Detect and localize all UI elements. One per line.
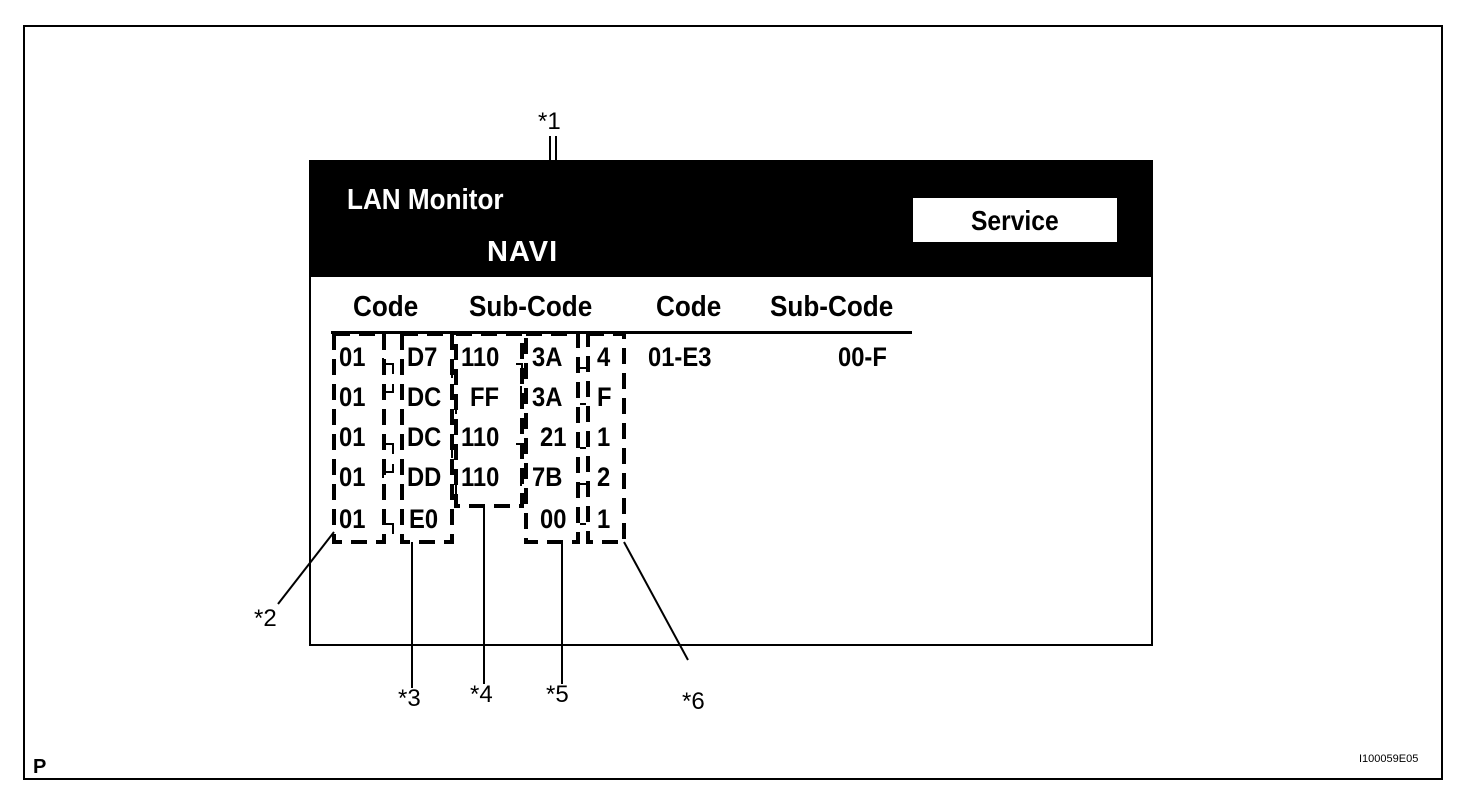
callout-2: *2 — [254, 605, 277, 632]
callout-4: *4 — [470, 681, 493, 708]
leader-2 — [277, 531, 335, 605]
separator-r4-a — [382, 464, 394, 478]
figure-id: I100059E05 — [1359, 753, 1419, 765]
separator-r1-c — [516, 363, 523, 374]
group-box-6 — [586, 332, 626, 544]
corner-marker: P — [33, 756, 47, 778]
leader-6 — [623, 541, 689, 661]
cell-r5-sub1: E0 — [409, 504, 439, 534]
column-header-code-1: Code — [353, 291, 419, 323]
cell-right-code: 01-E3 — [648, 342, 712, 372]
screen-header: LAN Monitor NAVI Service — [311, 162, 1151, 277]
separator-r2-a — [382, 384, 394, 398]
ecu-name: NAVI — [487, 236, 559, 268]
cell-r2-sub4: F — [597, 382, 612, 412]
callout-1: *1 — [538, 108, 561, 135]
cell-r3-sub2: 110 — [461, 422, 500, 452]
service-button-label: Service — [971, 205, 1059, 236]
cell-r3-sub3: 21 — [540, 422, 567, 452]
callout-6: *6 — [682, 688, 705, 715]
column-header-subcode-2: Sub-Code — [770, 291, 894, 323]
separator-r1-a — [382, 358, 394, 374]
column-header-subcode-1: Sub-Code — [469, 291, 593, 323]
column-header-code-2: Code — [656, 291, 722, 323]
group-box-5 — [524, 332, 580, 544]
cell-r3-sub4: 1 — [597, 422, 611, 452]
lan-monitor-screen: LAN Monitor NAVI Service Code Sub-Code C… — [309, 160, 1153, 646]
cell-r5-sub3: 00 — [540, 504, 567, 534]
screen-title: LAN Monitor — [347, 184, 504, 216]
cell-r3-sub1: DC — [407, 422, 442, 452]
callout-5: *5 — [546, 681, 569, 708]
cell-r5-sub4: 1 — [597, 504, 611, 534]
cell-r4-code: 01 — [339, 462, 366, 492]
cell-r1-sub2: 110 — [461, 342, 500, 372]
cell-r4-sub1: DD — [407, 462, 442, 492]
cell-r1-code: 01 — [339, 342, 366, 372]
cell-r1-sub4: 4 — [597, 342, 611, 372]
cell-r2-code: 01 — [339, 382, 366, 412]
separator-r5-a — [382, 518, 394, 534]
group-box-4 — [454, 332, 524, 508]
cell-r2-sub2: FF — [470, 382, 500, 412]
callout-3: *3 — [398, 685, 421, 712]
cell-r1-sub1: D7 — [407, 342, 438, 372]
group-box-3 — [400, 332, 454, 544]
cell-r4-sub4: 2 — [597, 462, 611, 492]
cell-r5-code: 01 — [339, 504, 366, 534]
cell-r4-sub2: 110 — [461, 462, 500, 492]
cell-right-subcode: 00-F — [838, 342, 887, 372]
separator-r3-c — [516, 443, 523, 454]
service-button[interactable]: Service — [913, 198, 1117, 242]
cell-r3-code: 01 — [339, 422, 366, 452]
group-box-2 — [332, 332, 386, 544]
figure-frame — [23, 25, 1443, 780]
cell-r2-sub3: 3A — [532, 382, 563, 412]
cell-r1-sub3: 3A — [532, 342, 563, 372]
cell-r2-sub1: DC — [407, 382, 442, 412]
cell-r4-sub3: 7B — [532, 462, 563, 492]
separator-r3-a — [382, 438, 394, 454]
